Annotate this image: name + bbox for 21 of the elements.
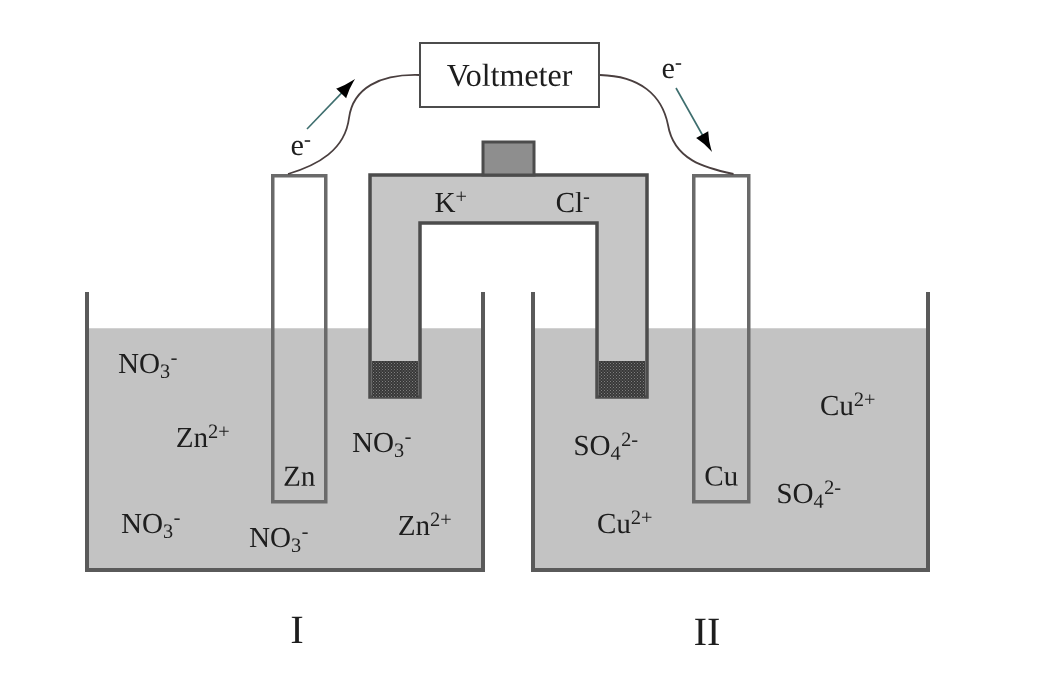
ion-label: Zn$^{2+}$: [399, 512, 451, 535]
electrode: Cu: [692, 174, 751, 504]
wire: [599, 74, 735, 175]
ion-label: NO$_{3}$-: [121, 513, 180, 539]
beaker-label: II: [695, 618, 719, 645]
wire: [287, 74, 420, 175]
beaker-label: I: [291, 616, 303, 643]
voltmeter-box: Voltmeter: [419, 42, 600, 108]
electron-label: e$^{-}$: [662, 63, 682, 79]
electrode: Zn: [271, 174, 328, 504]
ion-label: SO$_{4}$2-: [575, 432, 638, 460]
ion-label: Zn$^{2+}$: [177, 424, 229, 447]
ion-label: Cl$^{-}$: [556, 191, 590, 213]
ion-label: K$^{+}$: [435, 191, 466, 212]
ion-label: NO$_{3}$-: [118, 353, 177, 379]
ion-label: SO$_{4}$2-: [778, 480, 841, 508]
ion-label: NO$_{3}$-: [249, 527, 308, 553]
ion-label: Cu$^{2+}$: [598, 510, 652, 534]
electron-label: e$^{-}$: [291, 140, 311, 156]
ion-label: NO$_{3}$-: [352, 432, 411, 458]
ion-label: Cu$^{2+}$: [821, 392, 875, 416]
